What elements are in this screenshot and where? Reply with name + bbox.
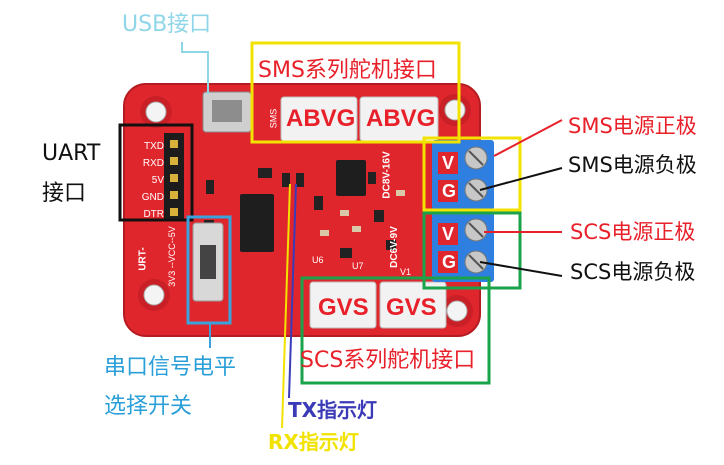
level-switch-label-line2: 选择开关	[104, 396, 192, 418]
sms-terminal-v: V	[442, 154, 454, 172]
scs-connector-1-label: GVS	[318, 296, 369, 320]
uart-pin-rxd: RXD	[134, 155, 164, 172]
scs-terminal-g: G	[442, 253, 456, 271]
sms-power-negative-label: SMS电源负极	[568, 155, 697, 176]
side-urt-label: URT-	[139, 247, 149, 270]
tx-led-label: TX指示灯	[288, 400, 377, 420]
dc-sms-label: DC8V-16V	[383, 151, 393, 198]
sms-terminal-g: G	[442, 182, 456, 200]
u7-label: U7	[352, 262, 364, 271]
ic-chip-right	[336, 160, 366, 196]
uart-label-line2: 接口	[42, 183, 86, 205]
usb-port-label: USB接口	[122, 14, 211, 36]
v1-label: V1	[400, 268, 411, 277]
uart-pin-txd: TXD	[134, 138, 164, 155]
scs-servo-label: SCS系列舵机接口	[300, 350, 475, 372]
uart-pin-labels: TXD RXD 5V GND DTR	[134, 138, 164, 223]
uart-pin-5v: 5V	[134, 172, 164, 189]
ic-chip-left	[240, 194, 274, 252]
level-switch-label-line1: 串口信号电平	[104, 357, 236, 379]
uart-pin-dtr: DTR	[134, 206, 164, 223]
scs-power-positive-label: SCS电源正极	[570, 222, 695, 243]
sms-power-positive-label: SMS电源正极	[568, 116, 697, 137]
scs-connector-2-label: GVS	[386, 296, 437, 320]
sms-connector-2-label: ABVG	[366, 107, 435, 131]
scs-power-negative-label: SCS电源负极	[570, 262, 695, 283]
rx-led-label: RX指示灯	[268, 432, 359, 452]
scs-terminal-v: V	[442, 225, 454, 243]
uart-label-line1: UART	[42, 143, 100, 165]
sms-connector-1-label: ABVG	[286, 107, 355, 131]
sms-servo-label: SMS系列舵机接口	[258, 60, 437, 82]
uart-pin-gnd: GND	[134, 189, 164, 206]
u6-label: U6	[312, 256, 324, 265]
switch-silk-label: 3V3 --VCC--5V	[168, 226, 177, 287]
dc-scs-label: DC6V-9V	[390, 226, 400, 268]
sms-side-label: SMS	[269, 109, 278, 129]
